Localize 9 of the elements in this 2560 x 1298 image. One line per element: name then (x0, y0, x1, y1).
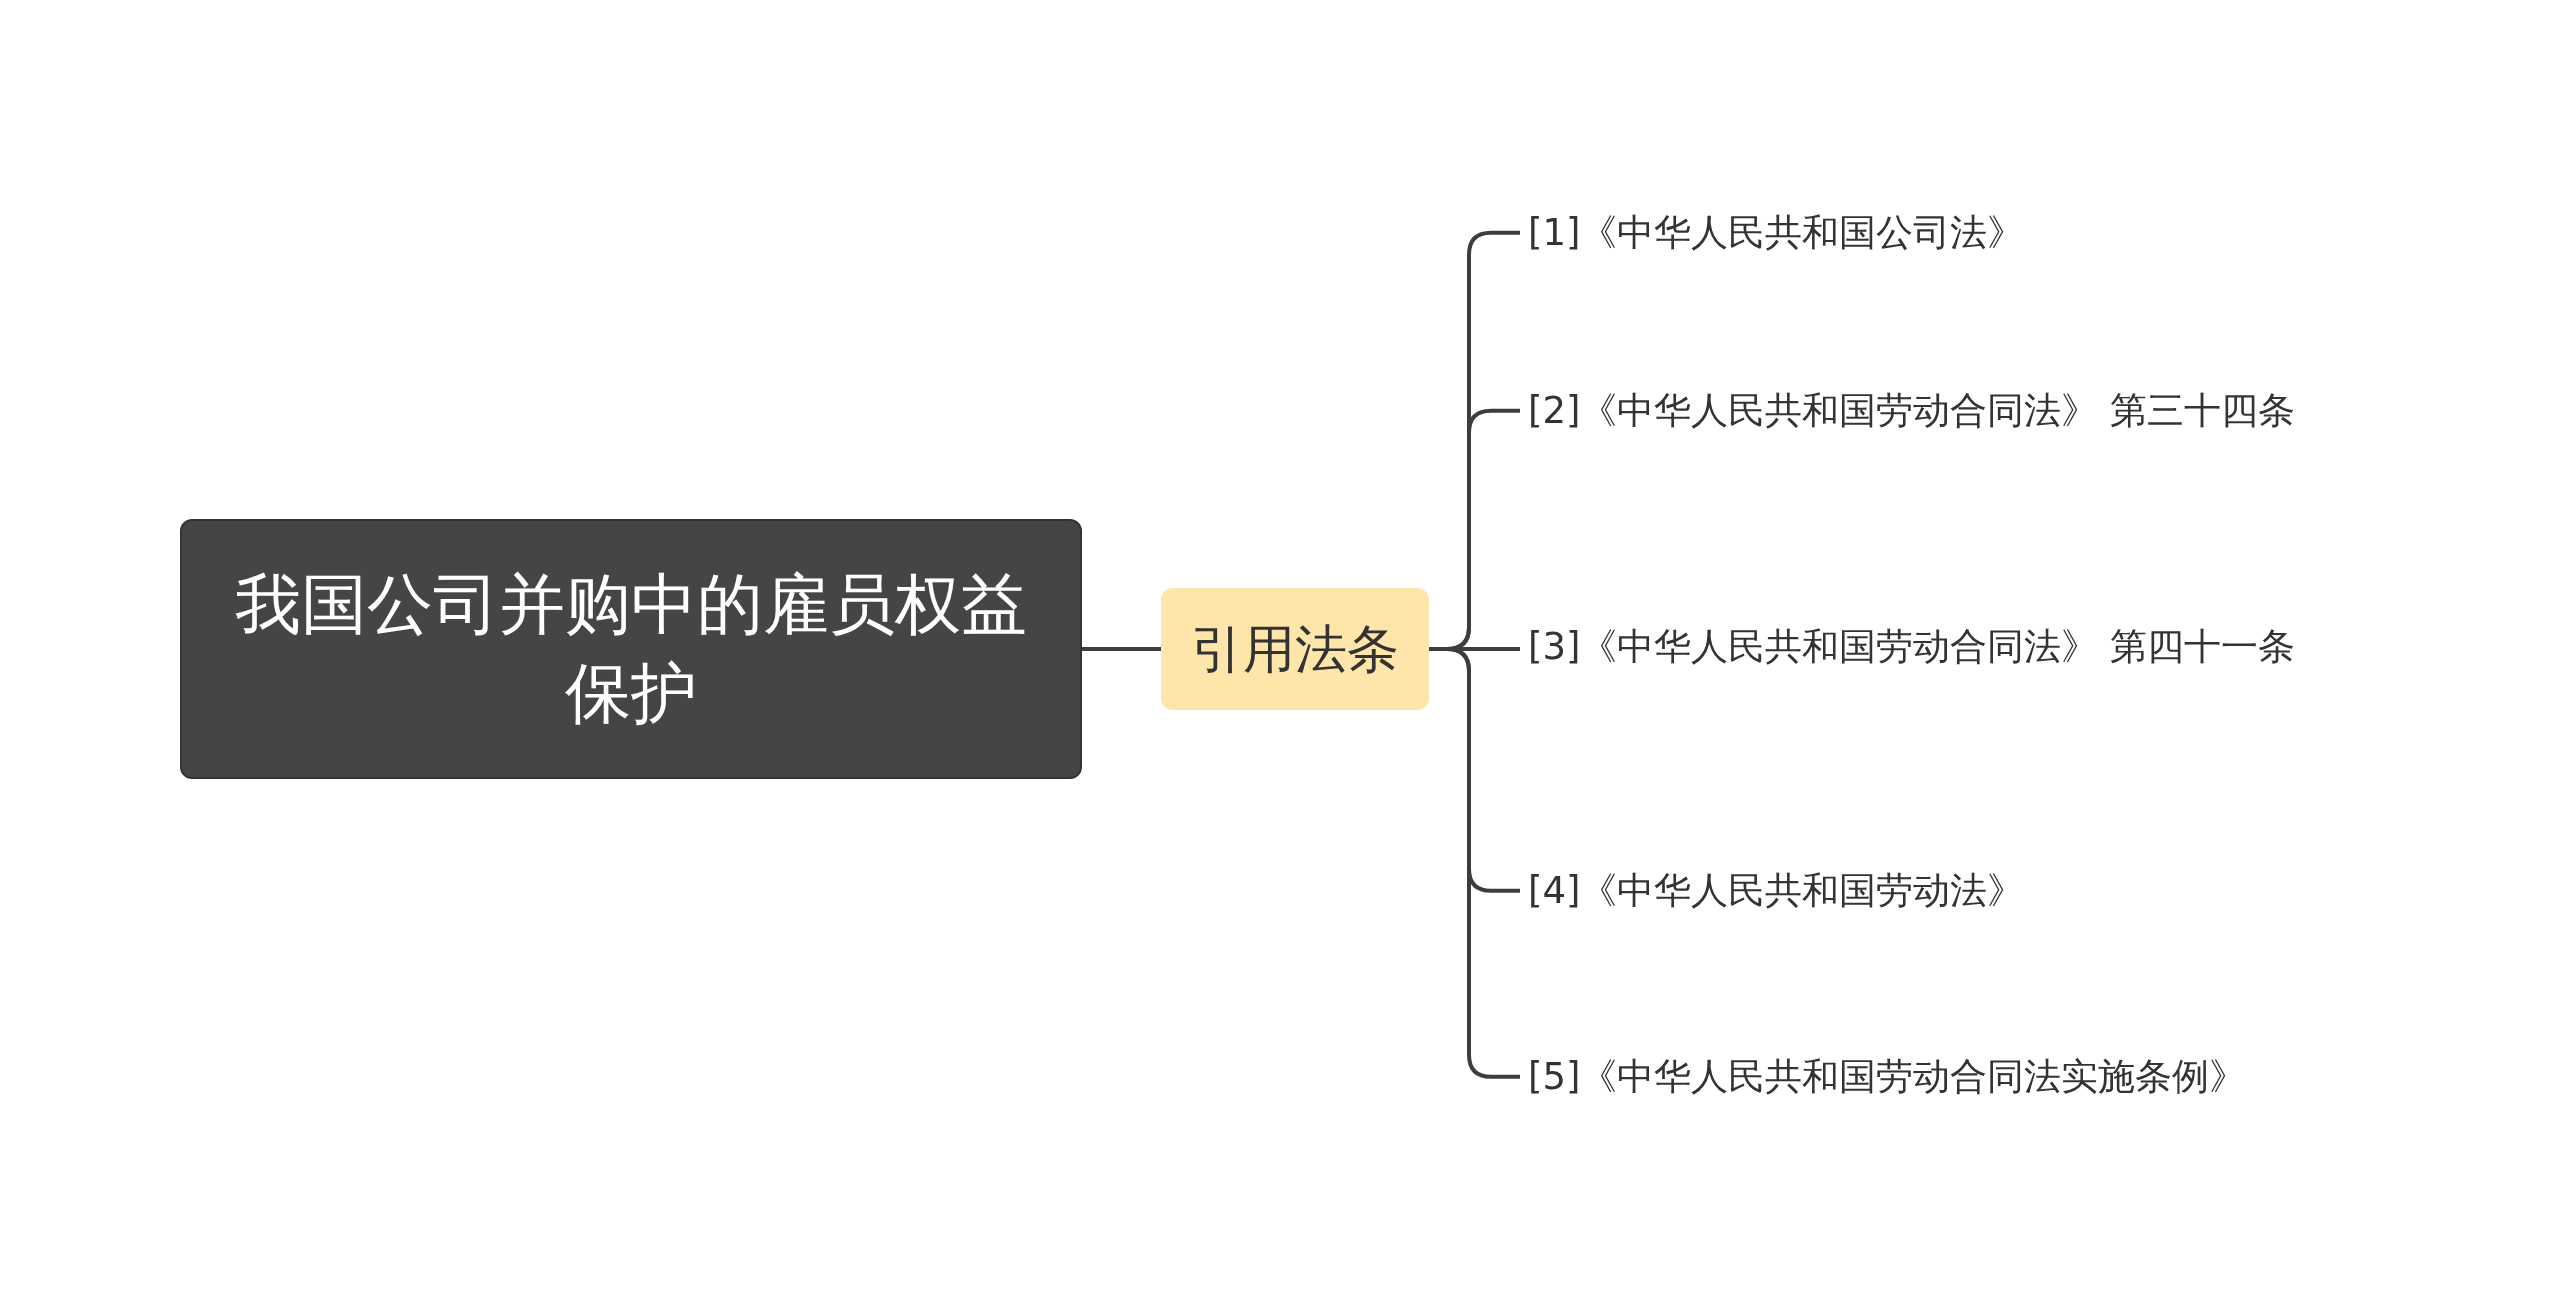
topic-box: 引用法条 (1161, 588, 1429, 710)
root-topic-box: 我国公司并购中的雇员权益保护 (180, 519, 1082, 779)
reference-text: [1]《中华人民共和国公司法》 (1528, 206, 2358, 260)
reference-text: [4]《中华人民共和国劳动法》 (1528, 864, 2358, 918)
connector-line (1082, 647, 1161, 651)
reference-text: [3]《中华人民共和国劳动合同法》 第四十一条 (1528, 620, 2358, 674)
reference-text: [2]《中华人民共和国劳动合同法》 第三十四条 (1528, 384, 2358, 438)
connector-line (1429, 647, 1520, 1079)
reference-text: [5]《中华人民共和国劳动合同法实施条例》 (1528, 1050, 2358, 1104)
